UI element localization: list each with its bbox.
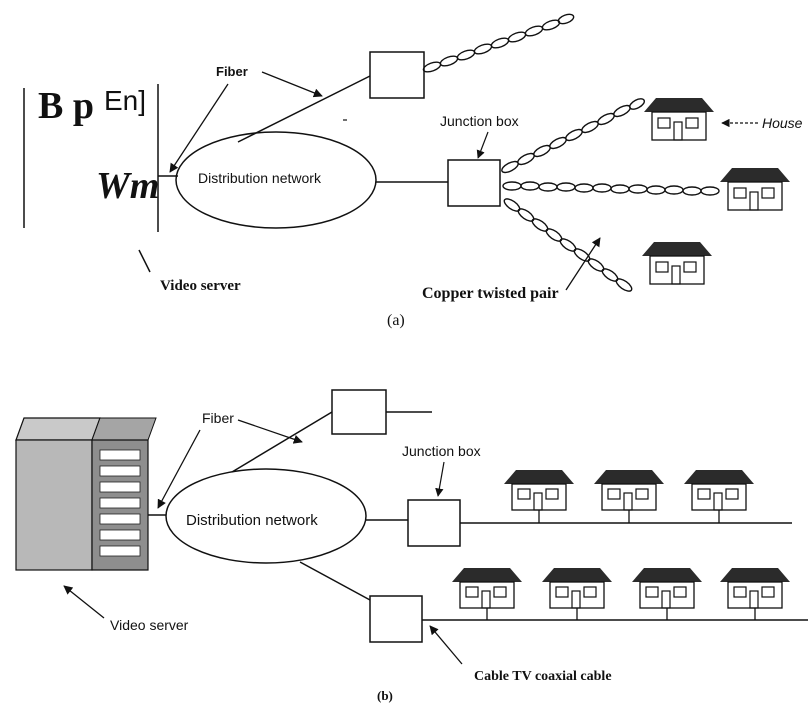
junction-box-arrow — [476, 131, 489, 159]
house-icon — [504, 470, 574, 523]
panel-b-caption: (b) — [377, 688, 393, 703]
server-pointer-stroke — [138, 249, 151, 273]
video-server-label: Video server — [160, 278, 241, 294]
house-icon — [684, 470, 754, 523]
copper-twisted-pair-label: Copper twisted pair — [422, 285, 559, 302]
upper-twisted-pair — [422, 13, 575, 73]
fiber-arrow-left-b — [157, 429, 201, 509]
junction-box-label-b: Junction box — [402, 443, 481, 459]
fiber-arrow-right — [261, 71, 323, 98]
coax-arrow — [429, 625, 463, 665]
copper-arrow — [565, 237, 601, 291]
house-icon — [632, 568, 702, 620]
distribution-network-label: Distribution network — [198, 170, 322, 186]
lower-junction-box-b — [369, 595, 423, 643]
fiber-to-upper-box — [237, 75, 371, 143]
distribution-network-label-b: Distribution network — [186, 512, 318, 529]
panel-b: Distribution network Fiber Junction box — [15, 389, 808, 703]
distribution-network — [175, 131, 377, 229]
house-icon — [720, 168, 790, 211]
fiber-label: Fiber — [216, 64, 248, 79]
twisted-pair-bottom — [503, 198, 633, 292]
fiber-label-b: Fiber — [202, 410, 234, 426]
house-label: House — [762, 115, 803, 131]
fiber-to-upper-box-b — [231, 411, 333, 473]
house-icon — [720, 568, 790, 620]
video-server-arrow-b — [63, 585, 105, 619]
house-icon — [542, 568, 612, 620]
network-to-lower-box-b — [299, 561, 371, 601]
twisted-pair-middle — [502, 181, 720, 196]
junction-box — [447, 159, 501, 207]
fiber-arrow-left — [169, 83, 229, 173]
house-icon — [642, 242, 712, 285]
upper-junction-box — [369, 51, 425, 99]
twisted-pair-top — [501, 98, 646, 174]
upper-junction-box-b — [331, 389, 387, 435]
server-glyph-line1: B p — [38, 85, 94, 127]
server-glyph-line2: Wm — [96, 165, 159, 207]
panel-a-caption: (a) — [387, 312, 405, 329]
server-tower-icon — [15, 417, 157, 571]
server-glyph-line1-sup: En] — [104, 85, 146, 116]
fiber-arrow-right-b — [237, 419, 303, 444]
junction-box-b — [407, 499, 461, 547]
video-server-label-b: Video server — [110, 617, 189, 633]
coax-cable-label: Cable TV coaxial cable — [474, 669, 612, 684]
distribution-network-b — [165, 468, 367, 564]
house-icon — [452, 568, 522, 620]
house-icon — [644, 98, 714, 141]
junction-box-arrow-b — [435, 461, 445, 497]
junction-box-label: Junction box — [440, 113, 519, 129]
house-icon — [594, 470, 664, 523]
panel-a: B p En] Wm Video server Distribution net… — [23, 13, 803, 329]
